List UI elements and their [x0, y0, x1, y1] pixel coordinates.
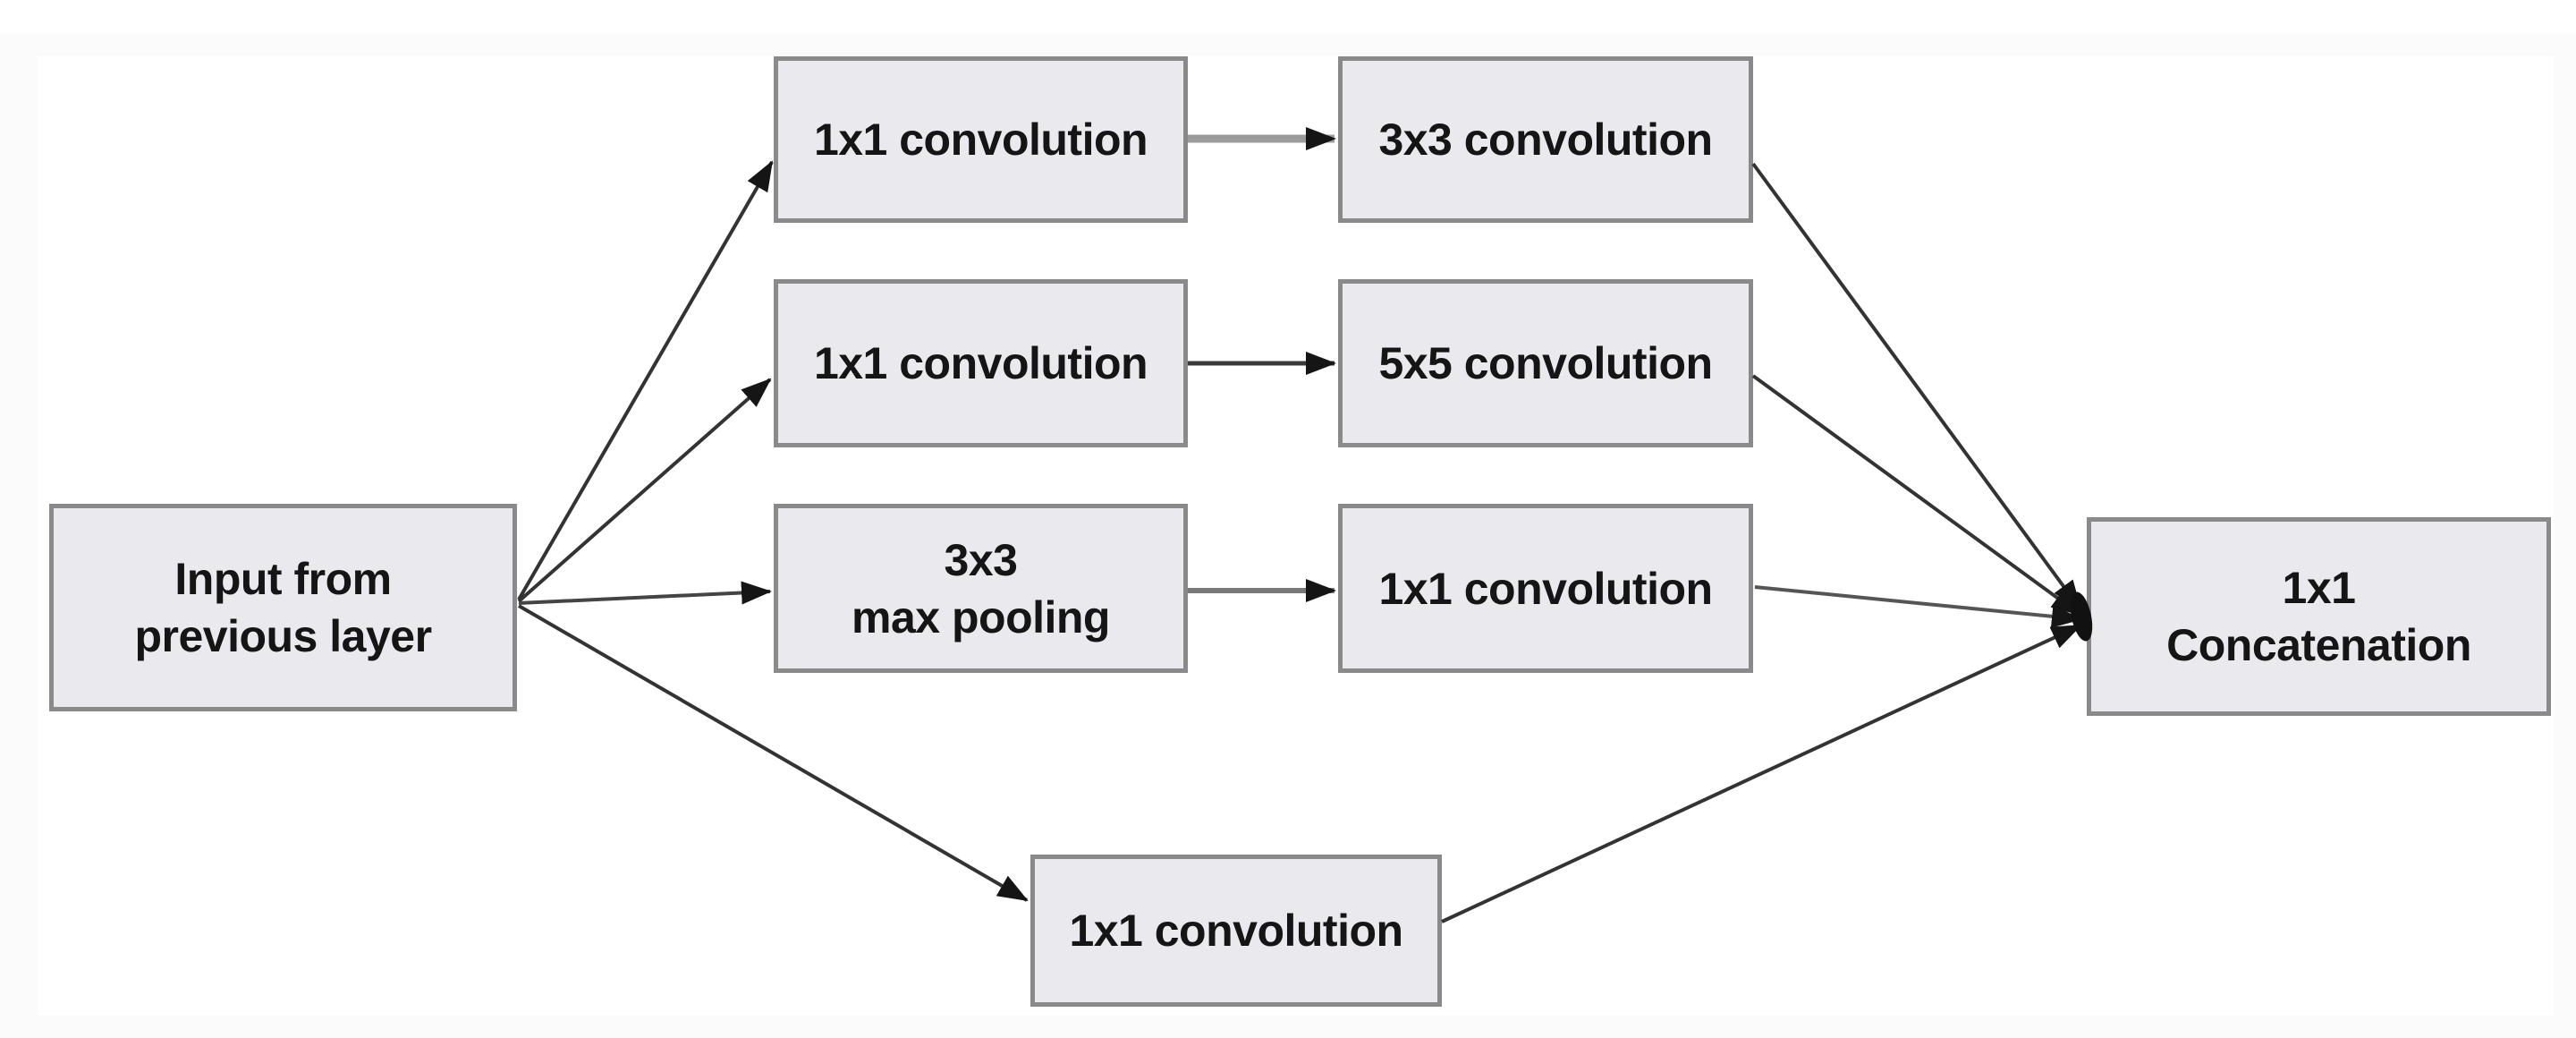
node-3x3-max-pooling: 3x3 max pooling [774, 504, 1188, 673]
node-1x1-concatenation: 1x1 Concatenation [2087, 517, 2551, 716]
node-label: Input from [174, 554, 392, 604]
node-label: 1x1 convolution [1378, 563, 1713, 614]
node-label: previous layer [134, 611, 432, 661]
node-1x1-convolution-branch2: 1x1 convolution [774, 56, 1188, 223]
node-1x1-convolution-branch1: 1x1 convolution [1030, 855, 1442, 1007]
node-1x1-convolution-branch3: 1x1 convolution [774, 279, 1188, 447]
node-label: 1x1 convolution [813, 115, 1148, 165]
node-label: 1x1 convolution [1069, 906, 1403, 956]
node-label: 1x1 [2282, 563, 2356, 613]
node-input-previous-layer: Input from previous layer [49, 504, 517, 711]
node-label: 5x5 convolution [1378, 338, 1713, 388]
node-label: 1x1 convolution [813, 338, 1148, 388]
node-label: max pooling [852, 591, 1110, 642]
node-5x5-convolution: 5x5 convolution [1338, 279, 1753, 447]
node-3x3-convolution: 3x3 convolution [1338, 56, 1753, 223]
node-1x1-convolution-after-pool: 1x1 convolution [1338, 504, 1753, 673]
node-label: Concatenation [2166, 620, 2471, 670]
node-label: 3x3 [944, 534, 1018, 585]
node-label: 3x3 convolution [1378, 115, 1713, 165]
